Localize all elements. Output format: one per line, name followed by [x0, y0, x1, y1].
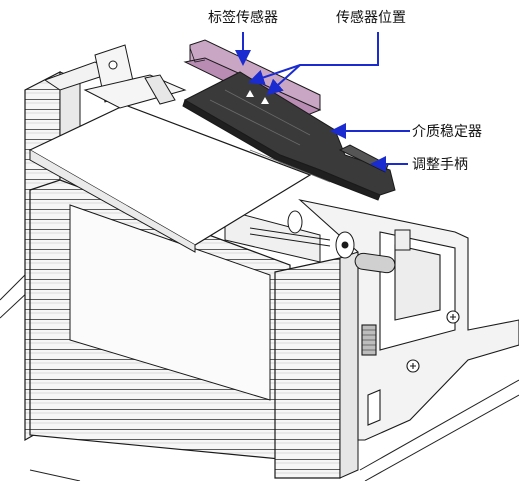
callout-arrows [235, 32, 410, 172]
right-pillar [274, 251, 359, 479]
back-bracket [83, 44, 187, 109]
right-mechanism-frame [298, 199, 519, 441]
label-sensor-label: 标签传感器 [208, 9, 278, 26]
arrow-sensor-position-2 [266, 64, 301, 96]
cabinet-floor [0, 269, 519, 481]
front-body [29, 179, 291, 461]
arrow-sensor-position [248, 32, 379, 86]
roller-assembly [224, 209, 411, 274]
media-stabilizer-label: 介质稳定器 [412, 124, 482, 140]
media-sheet-edge [29, 150, 196, 253]
adjust-handle-label: 调整手柄 [412, 157, 468, 173]
media-sheet [28, 104, 312, 246]
sensor-position-label: 传感器位置 [336, 9, 406, 26]
